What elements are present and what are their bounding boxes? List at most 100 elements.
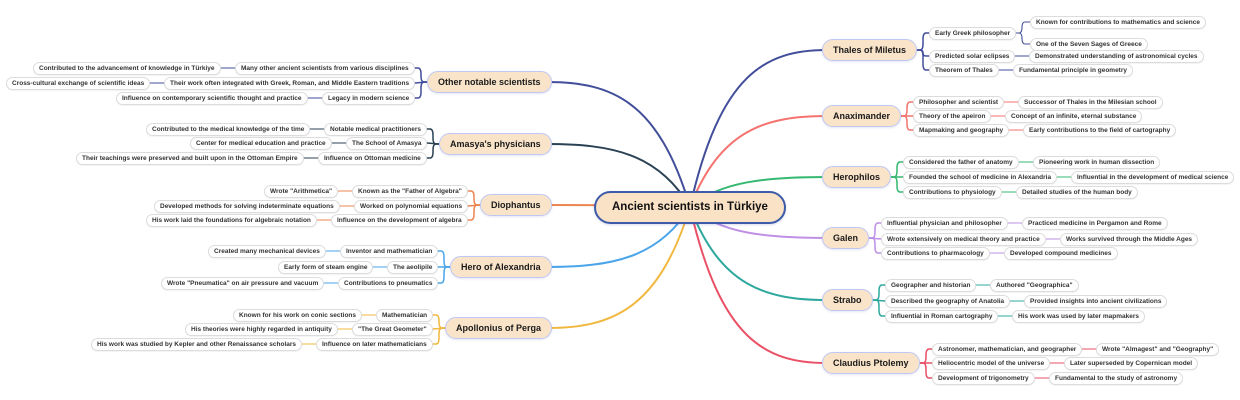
subtopic-node[interactable]: Mathematician [376, 308, 434, 322]
branch-connector [872, 299, 886, 317]
branch-node[interactable]: Herophilos [822, 166, 892, 189]
subtopic-node[interactable]: Inventor and mathematician [340, 244, 439, 258]
branch-connector [426, 128, 440, 145]
branch-connector [432, 327, 446, 345]
detail-node[interactable]: Authored "Geographica" [990, 278, 1079, 292]
detail-node[interactable]: His theories were highly regarded in ant… [185, 322, 338, 336]
subtopic-node[interactable]: Geographer and historian [885, 278, 977, 292]
subtopic-node[interactable]: Their work often integrated with Greek, … [164, 76, 416, 90]
root-node[interactable]: Ancient scientists in Türkiye [594, 190, 786, 224]
subtopic-node[interactable]: Predicted solar eclipses [929, 49, 1016, 63]
detail-node[interactable]: Their teachings were preserved and built… [76, 151, 304, 165]
branch-node[interactable]: Amasya's physicians [439, 133, 552, 156]
detail-node[interactable]: Center for medical education and practic… [190, 136, 332, 150]
branch-connector [900, 115, 914, 131]
detail-node[interactable]: Early contributions to the field of cart… [1023, 123, 1177, 137]
detail-node[interactable]: Concept of an infinite, eternal substanc… [1005, 109, 1143, 123]
subtopic-node[interactable]: Influential in Roman cartography [885, 309, 999, 323]
subtopic-node[interactable]: Contributions to pneumatics [338, 276, 439, 290]
subtopic-node[interactable]: Contributions to pharmacology [881, 246, 990, 260]
branch-connector [689, 206, 828, 301]
subtopic-node[interactable]: The School of Amasya [346, 136, 428, 150]
subtopic-node[interactable]: The aeolipile [387, 260, 439, 274]
branch-node[interactable]: Galen [822, 227, 870, 250]
branch-node[interactable]: Anaximander [822, 105, 902, 128]
branch-connector [689, 206, 828, 364]
subtopic-node[interactable]: Described the geography of Anatolia [885, 294, 1011, 308]
subtopic-node[interactable]: Contributions to physiology [903, 185, 1002, 199]
subtopic-node[interactable]: Influence on later mathematicians [316, 337, 433, 351]
branch-node[interactable]: Claudius Ptolemy [822, 352, 920, 375]
detail-node[interactable]: Created many mechanical devices [208, 244, 326, 258]
detail-node[interactable]: Developed compound medicines [1004, 246, 1118, 260]
subtopic-node[interactable]: Notable medical practitioners [324, 122, 428, 136]
subtopic-node[interactable]: Theorem of Thales [929, 63, 999, 77]
subtopic-node[interactable]: Theory of the apeiron [913, 109, 992, 123]
branch-connector [916, 49, 930, 71]
detail-node[interactable]: Detailed studies of the human body [1016, 185, 1138, 199]
branch-connector [546, 81, 691, 208]
subtopic-node[interactable]: Influential physician and philosopher [881, 216, 1008, 230]
detail-node[interactable]: Pioneering work in human dissection [1033, 155, 1161, 169]
detail-node[interactable]: Provided insights into ancient civilizat… [1024, 294, 1168, 308]
subtopic-node[interactable]: Development of trigonometry [932, 371, 1035, 385]
detail-node[interactable]: Successor of Thales in the Milesian scho… [1018, 95, 1163, 109]
detail-node[interactable]: Works survived through the Middle Ages [1060, 232, 1199, 246]
detail-node[interactable]: His work was used by later mapmakers [1012, 309, 1146, 323]
subtopic-node[interactable]: Considered the father of anatomy [903, 155, 1019, 169]
branch-connector [414, 81, 428, 99]
branch-connector [689, 49, 828, 208]
detail-node[interactable]: His work was studied by Kepler and other… [91, 337, 303, 351]
subtopic-node[interactable]: Founded the school of medicine in Alexan… [903, 170, 1058, 184]
detail-node[interactable]: Fundamental principle in geometry [1013, 63, 1133, 77]
branch-connector [900, 101, 914, 117]
branch-connector [467, 190, 481, 206]
branch-node[interactable]: Thales of Miletus [822, 39, 918, 62]
subtopic-node[interactable]: Mapmaking and geography [913, 123, 1010, 137]
branch-connector [919, 362, 933, 379]
branch-connector [1015, 32, 1031, 45]
subtopic-node[interactable]: Legacy in modern science [322, 91, 416, 105]
detail-node[interactable]: Influence on contemporary scientific tho… [116, 91, 308, 105]
detail-node[interactable]: Known for contributions to mathematics a… [1030, 15, 1206, 29]
subtopic-node[interactable]: Early Greek philosopher [929, 26, 1017, 40]
branch-node[interactable]: Strabo [822, 289, 873, 312]
subtopic-node[interactable]: Influence on Ottoman medicine [318, 151, 427, 165]
subtopic-node[interactable]: Astronomer, mathematician, and geographe… [932, 342, 1083, 356]
detail-node[interactable]: Wrote "Pneumatica" on air pressure and v… [161, 276, 325, 290]
detail-node[interactable]: Later superseded by Copernican model [1064, 356, 1199, 370]
branch-connector [1015, 21, 1031, 34]
detail-node[interactable]: Developed methods for solving indetermin… [154, 199, 340, 213]
detail-node[interactable]: Practiced medicine in Pergamon and Rome [1022, 216, 1168, 230]
detail-node[interactable]: One of the Seven Sages of Greece [1030, 37, 1148, 51]
detail-node[interactable]: Cross-cultural exchange of scientific id… [6, 76, 151, 90]
detail-node[interactable]: Wrote "Arithmetica" [264, 184, 339, 198]
subtopic-node[interactable]: Known as the "Father of Algebra" [352, 184, 468, 198]
subtopic-node[interactable]: Influence on the development of algebra [331, 213, 468, 227]
branch-connector [426, 143, 440, 159]
detail-node[interactable]: Known for his work on conic sections [233, 308, 363, 322]
subtopic-node[interactable]: Heliocentric model of the universe [932, 356, 1051, 370]
branch-connector [689, 115, 828, 208]
detail-node[interactable]: Demonstrated understanding of astronomic… [1029, 49, 1204, 63]
branch-connector [437, 266, 451, 284]
detail-node[interactable]: His work laid the foundations for algebr… [146, 213, 317, 227]
detail-node[interactable]: Influential in the development of medica… [1071, 170, 1235, 184]
detail-node[interactable]: Fundamental to the study of astronomy [1049, 371, 1184, 385]
detail-node[interactable]: Early form of steam engine [278, 260, 374, 274]
branch-node[interactable]: Other notable scientists [427, 71, 552, 94]
detail-node[interactable]: Contributed to the medical knowledge of … [146, 122, 311, 136]
branch-node[interactable]: Hero of Alexandria [450, 256, 552, 279]
branch-node[interactable]: Diophantus [480, 194, 552, 217]
detail-node[interactable]: Contributed to the advancement of knowle… [33, 61, 221, 75]
branch-connector [868, 237, 882, 254]
subtopic-node[interactable]: Worked on polynomial equations [354, 199, 469, 213]
subtopic-node[interactable]: "The Great Geometer" [352, 322, 433, 336]
subtopic-node[interactable]: Wrote extensively on medical theory and … [881, 232, 1046, 246]
branch-connector [414, 67, 428, 83]
detail-node[interactable]: Wrote "Almagest" and "Geography" [1096, 342, 1220, 356]
subtopic-node[interactable]: Philosopher and scientist [913, 95, 1005, 109]
branch-node[interactable]: Apollonius of Perga [445, 317, 553, 340]
subtopic-node[interactable]: Many other ancient scientists from vario… [235, 61, 415, 75]
